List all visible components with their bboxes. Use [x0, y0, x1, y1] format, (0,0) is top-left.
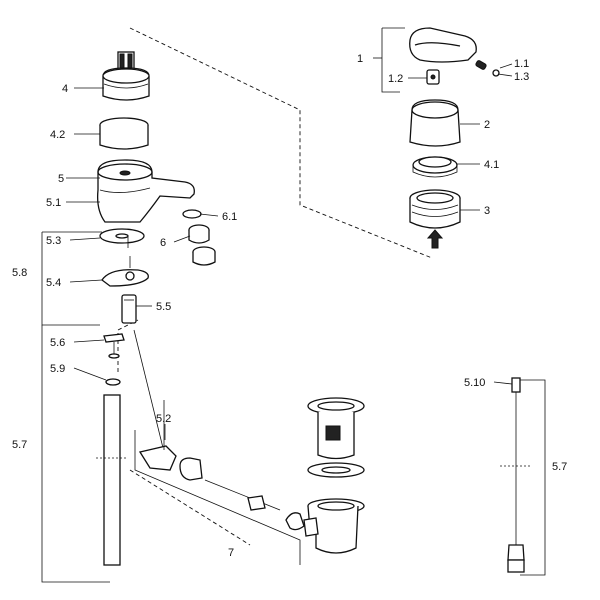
label-5: 5 [58, 173, 64, 185]
dashed-line-rod [117, 319, 139, 372]
supply-tube-5-7-left [96, 394, 128, 566]
handle-lever [409, 27, 477, 63]
label-5-10: 5.10 [464, 377, 485, 389]
handle-screw-1-1 [475, 60, 487, 70]
label-1-3: 1.3 [514, 71, 529, 83]
handle-cap-1-3 [492, 69, 500, 77]
bracket-part-1 [381, 28, 400, 93]
drain-body [303, 498, 365, 554]
washer-5-3 [99, 228, 145, 248]
label-4-2: 4.2 [50, 129, 65, 141]
label-5-7-left: 5.7 [12, 439, 27, 451]
label-6: 6 [160, 237, 166, 249]
dashed-line-bottom [129, 469, 251, 546]
cartridge-4 [102, 51, 150, 101]
label-5-8: 5.8 [12, 267, 27, 279]
o-ring-5-9 [105, 378, 121, 386]
threaded-rod-5-5 [121, 294, 137, 324]
label-5-5: 5.5 [156, 301, 171, 313]
label-5-2: 5.2 [156, 413, 171, 425]
ring-4-1 [412, 156, 458, 178]
label-2: 2 [484, 119, 490, 131]
arrow-up-icon [426, 229, 444, 249]
dashed-assembly-line-top [129, 27, 433, 259]
label-5-4: 5.4 [46, 277, 61, 289]
label-1-1: 1.1 [514, 58, 529, 70]
label-5-1: 5.1 [46, 197, 61, 209]
sleeve-4-2 [99, 117, 149, 150]
threaded-sleeve-3 [409, 189, 461, 229]
label-5-6: 5.6 [50, 337, 65, 349]
cover-dome-2 [409, 99, 461, 147]
aerator-6 [188, 224, 216, 266]
label-5-3: 5.3 [46, 235, 61, 247]
bracket-5-7-right [520, 379, 546, 576]
flexible-hose-5-7-right [500, 377, 532, 573]
bracket-5-7-left [41, 325, 110, 583]
bracket-part-7 [134, 430, 301, 565]
label-4: 4 [62, 83, 68, 95]
clamp-plate-5-4 [101, 256, 149, 287]
label-5-9: 5.9 [50, 363, 65, 375]
label-5-7-right: 5.7 [552, 461, 567, 473]
label-6-1: 6.1 [222, 211, 237, 223]
label-1: 1 [357, 53, 363, 65]
faucet-body-5 [97, 159, 195, 223]
nut-5-6 [103, 333, 125, 359]
label-3: 3 [484, 205, 490, 217]
drain-stopper [307, 397, 365, 460]
label-4-1: 4.1 [484, 159, 499, 171]
horizontal-rod-7 [179, 457, 305, 531]
label-7: 7 [228, 547, 234, 559]
drain-washer [307, 462, 365, 478]
label-1-2: 1.2 [388, 73, 403, 85]
insert-1-2 [426, 69, 440, 85]
aerator-ring-6-1 [182, 209, 202, 219]
pull-rod-5-2 [133, 329, 177, 471]
